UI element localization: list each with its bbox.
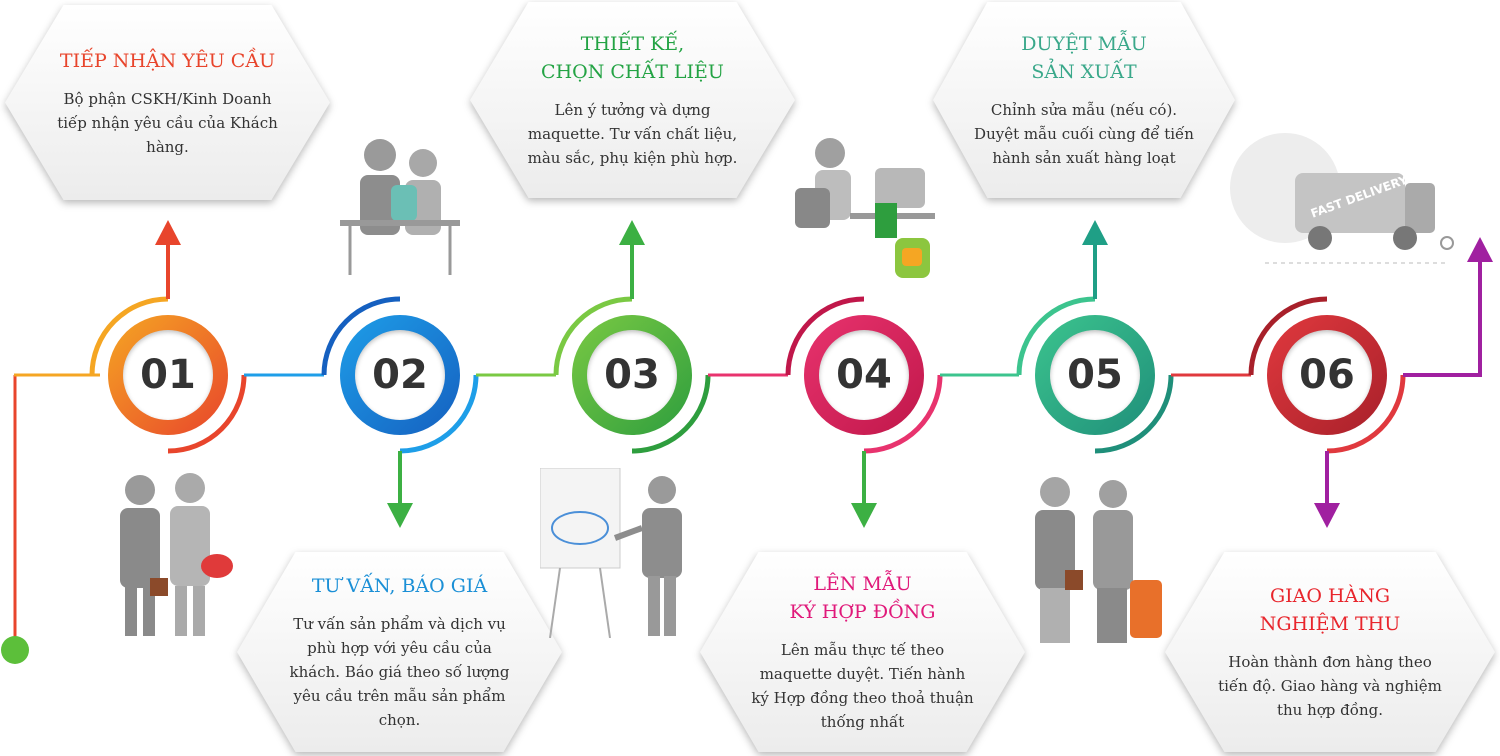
step-number: 03 bbox=[587, 330, 677, 420]
step-title: GIAO HÀNG NGHIỆM THU bbox=[1259, 585, 1401, 635]
arrow-head-icon bbox=[619, 220, 645, 245]
step-description: Tư vấn sản phẩm và dịch vụ phù hợp với y… bbox=[289, 615, 510, 729]
hexagon-card: THIẾT KẾ, CHỌN CHẤT LIỆU Lên ý tưởng và d… bbox=[470, 2, 795, 198]
hexagon-card: LÊN MẪU KÝ HỢP ĐỒNG Lên mẫu thực tế theo … bbox=[700, 552, 1025, 752]
step-number: 05 bbox=[1050, 330, 1140, 420]
arrow-head-icon bbox=[1467, 237, 1493, 262]
arrow-head-icon bbox=[1314, 503, 1340, 528]
step-card-04: LÊN MẪU KÝ HỢP ĐỒNG Lên mẫu thực tế theo … bbox=[700, 552, 1025, 752]
arrow-head-icon bbox=[155, 220, 181, 245]
step-number: 01 bbox=[123, 330, 213, 420]
step-card-05: DUYỆT MẪU SẢN XUẤT Chỉnh sửa mẫu (nếu có)… bbox=[933, 2, 1235, 198]
step-card-06: GIAO HÀNG NGHIỆM THU Hoàn thành đơn hàng … bbox=[1165, 552, 1495, 752]
arrow-head-icon bbox=[1082, 220, 1108, 245]
step-description: Lên mẫu thực tế theo maquette duyệt. Tiế… bbox=[751, 641, 974, 731]
step-title: TIẾP NHẬN YÊU CẦU bbox=[59, 49, 276, 72]
step-outer-arc bbox=[1016, 296, 1096, 376]
step-card-02: TƯ VẤN, BÁO GIÁ Tư vấn sản phẩm và dịch v… bbox=[237, 552, 562, 752]
step-description: Bộ phận CSKH/Kinh Doanh tiếp nhận yêu cầ… bbox=[57, 89, 278, 156]
step-outer-arc bbox=[631, 374, 711, 454]
step-outer-arc bbox=[1326, 374, 1406, 454]
step-description: Chỉnh sửa mẫu (nếu có). Duyệt mẫu cuối c… bbox=[974, 101, 1194, 167]
hexagon-card: GIAO HÀNG NGHIỆM THU Hoàn thành đơn hàng … bbox=[1165, 552, 1495, 752]
step-number: 06 bbox=[1282, 330, 1372, 420]
step-number: 02 bbox=[355, 330, 445, 420]
step-number: 04 bbox=[819, 330, 909, 420]
step-outer-arc bbox=[399, 374, 479, 454]
handshake-illustration bbox=[105, 468, 235, 638]
step-outer-arc bbox=[1094, 374, 1174, 454]
step-title: TƯ VẤN, BÁO GIÁ bbox=[311, 575, 488, 597]
start-dot bbox=[1, 636, 29, 664]
hexagon-card: TIẾP NHẬN YÊU CẦU Bộ phận CSKH/Kinh Doanh… bbox=[5, 5, 330, 200]
step-outer-arc bbox=[863, 374, 943, 454]
arrow-head-icon bbox=[387, 503, 413, 528]
step-outer-arc bbox=[321, 296, 401, 376]
people-meeting-illustration bbox=[335, 125, 465, 275]
step-card-01: TIẾP NHẬN YÊU CẦU Bộ phận CSKH/Kinh Doanh… bbox=[5, 5, 330, 200]
step-outer-arc bbox=[89, 296, 169, 376]
step-card-03: THIẾT KẾ, CHỌN CHẤT LIỆU Lên ý tưởng và d… bbox=[470, 2, 795, 198]
step-description: Hoàn thành đơn hàng theo tiến độ. Giao h… bbox=[1218, 653, 1442, 719]
arrow-head-icon bbox=[851, 503, 877, 528]
step-title: DUYỆT MẪU SẢN XUẤT bbox=[1021, 33, 1147, 83]
final-arrow bbox=[1403, 262, 1482, 377]
sewing-illustration bbox=[790, 128, 940, 283]
step-outer-arc bbox=[167, 374, 247, 454]
step-outer-arc bbox=[785, 296, 865, 376]
step-outer-arc bbox=[1248, 296, 1328, 376]
hexagon-card: TƯ VẤN, BÁO GIÁ Tư vấn sản phẩm và dịch v… bbox=[237, 552, 562, 752]
hexagon-card: DUYỆT MẪU SẢN XUẤT Chỉnh sửa mẫu (nếu có)… bbox=[933, 2, 1235, 198]
agreement-illustration bbox=[1025, 470, 1170, 650]
step-outer-arc bbox=[553, 296, 633, 376]
step-title: LÊN MẪU KÝ HỢP ĐỒNG bbox=[789, 573, 936, 623]
presentation-illustration bbox=[539, 467, 700, 639]
step-title: THIẾT KẾ, CHỌN CHẤT LIỆU bbox=[541, 33, 724, 83]
step-description: Lên ý tưởng và dựng maquette. Tư vấn chấ… bbox=[527, 101, 738, 167]
delivery-truck-illustration: FAST DELIVERY bbox=[1225, 128, 1455, 273]
